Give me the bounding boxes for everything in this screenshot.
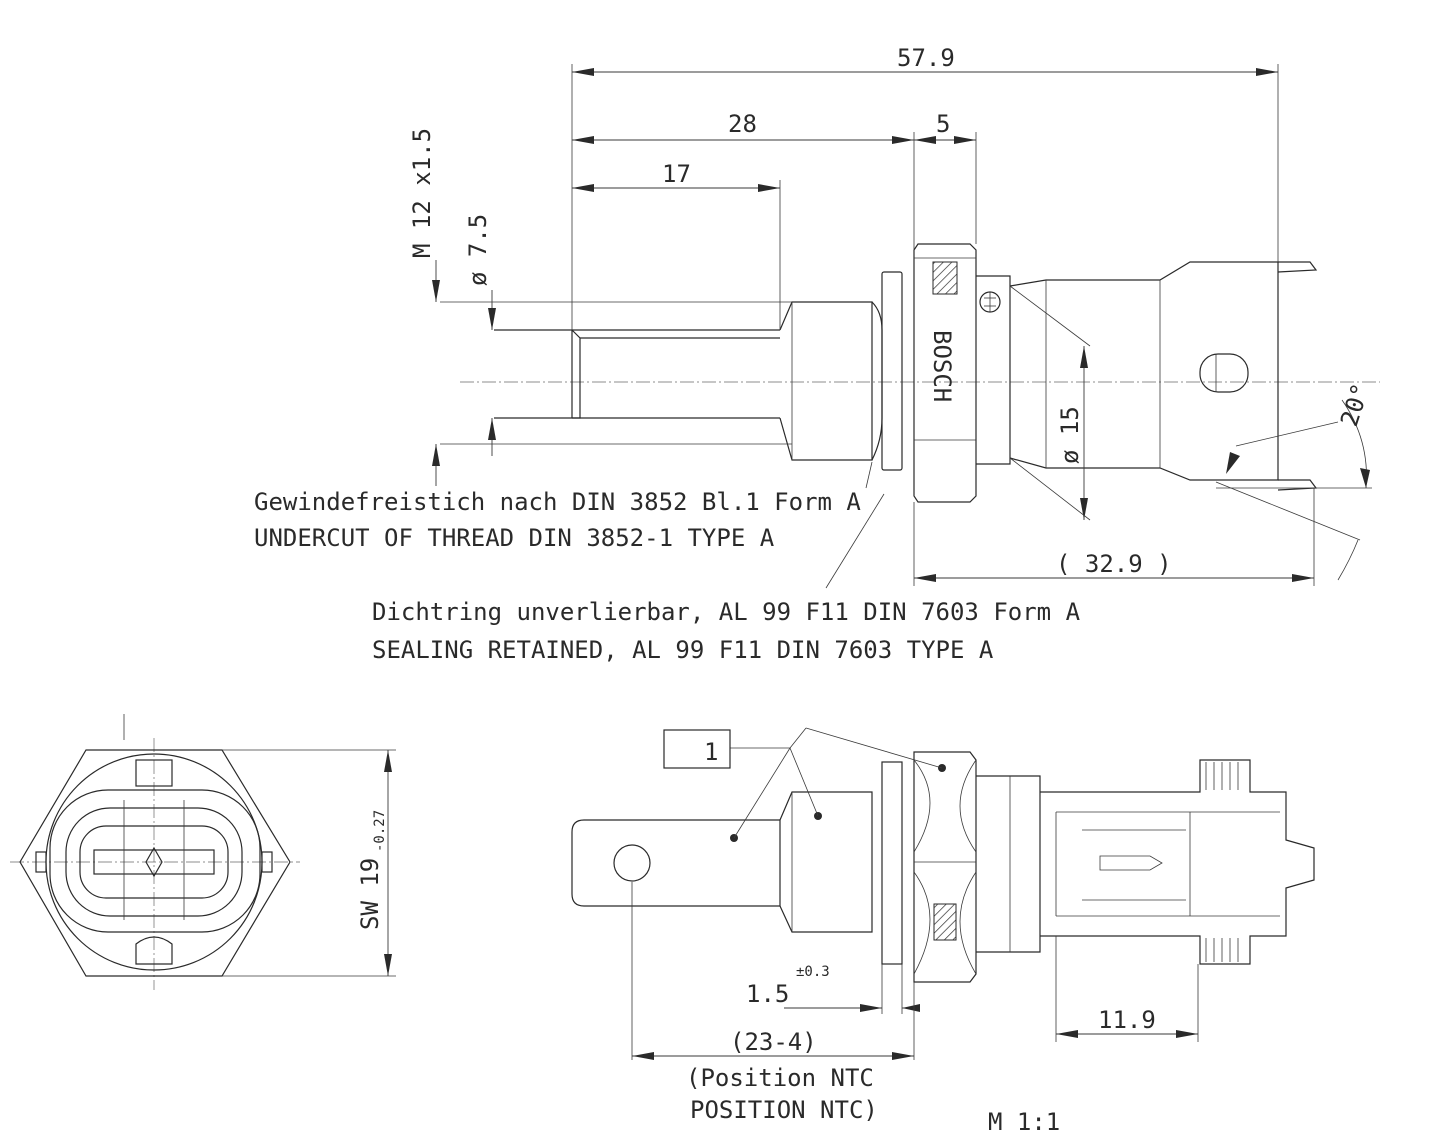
dim-body-diameter: ø 15 bbox=[1056, 406, 1084, 464]
dim-angle: 20° bbox=[1335, 380, 1375, 430]
end-view bbox=[10, 714, 396, 990]
dim-tip-length: 17 bbox=[662, 160, 691, 188]
note-sealing-de: Dichtring unverlierbar, AL 99 F11 DIN 76… bbox=[372, 598, 1081, 626]
dim-wrench-tolerance: -0.27 bbox=[372, 810, 388, 852]
dim-overall-length: 57.9 bbox=[897, 44, 955, 72]
note-undercut-de: Gewindefreistich nach DIN 3852 Bl.1 Form… bbox=[254, 488, 861, 516]
note-undercut-en: UNDERCUT OF THREAD DIN 3852-1 TYPE A bbox=[254, 524, 775, 552]
item-number: 1 bbox=[704, 738, 718, 766]
dim-connector-length: 11.9 bbox=[1098, 1006, 1156, 1034]
brand-mark: BOSCH bbox=[928, 330, 956, 402]
dim-seal-tolerance: ±0.3 bbox=[796, 964, 830, 980]
note-ntc-en: POSITION NTC) bbox=[690, 1096, 878, 1124]
dim-ntc-position: (23-4) bbox=[730, 1028, 817, 1056]
side-view bbox=[440, 243, 1380, 503]
dim-tip-diameter: ø 7.5 bbox=[464, 214, 492, 286]
dim-housing-length: ( 32.9 ) bbox=[1056, 550, 1172, 578]
dim-seal-thickness: 1.5 bbox=[746, 980, 789, 1008]
dim-hex-width: 5 bbox=[936, 110, 950, 138]
dim-thread-spec: M 12 x1.5 bbox=[408, 128, 436, 258]
scale-mark: M 1:1 bbox=[988, 1108, 1060, 1136]
dim-wrench-size: SW 19 bbox=[356, 858, 384, 930]
note-sealing-en: SEALING RETAINED, AL 99 F11 DIN 7603 TYP… bbox=[372, 636, 994, 664]
top-view bbox=[571, 727, 1315, 1060]
note-ntc-de: (Position NTC bbox=[686, 1064, 874, 1092]
dimension-lines bbox=[432, 64, 1372, 589]
dim-thread-length: 28 bbox=[728, 110, 757, 138]
